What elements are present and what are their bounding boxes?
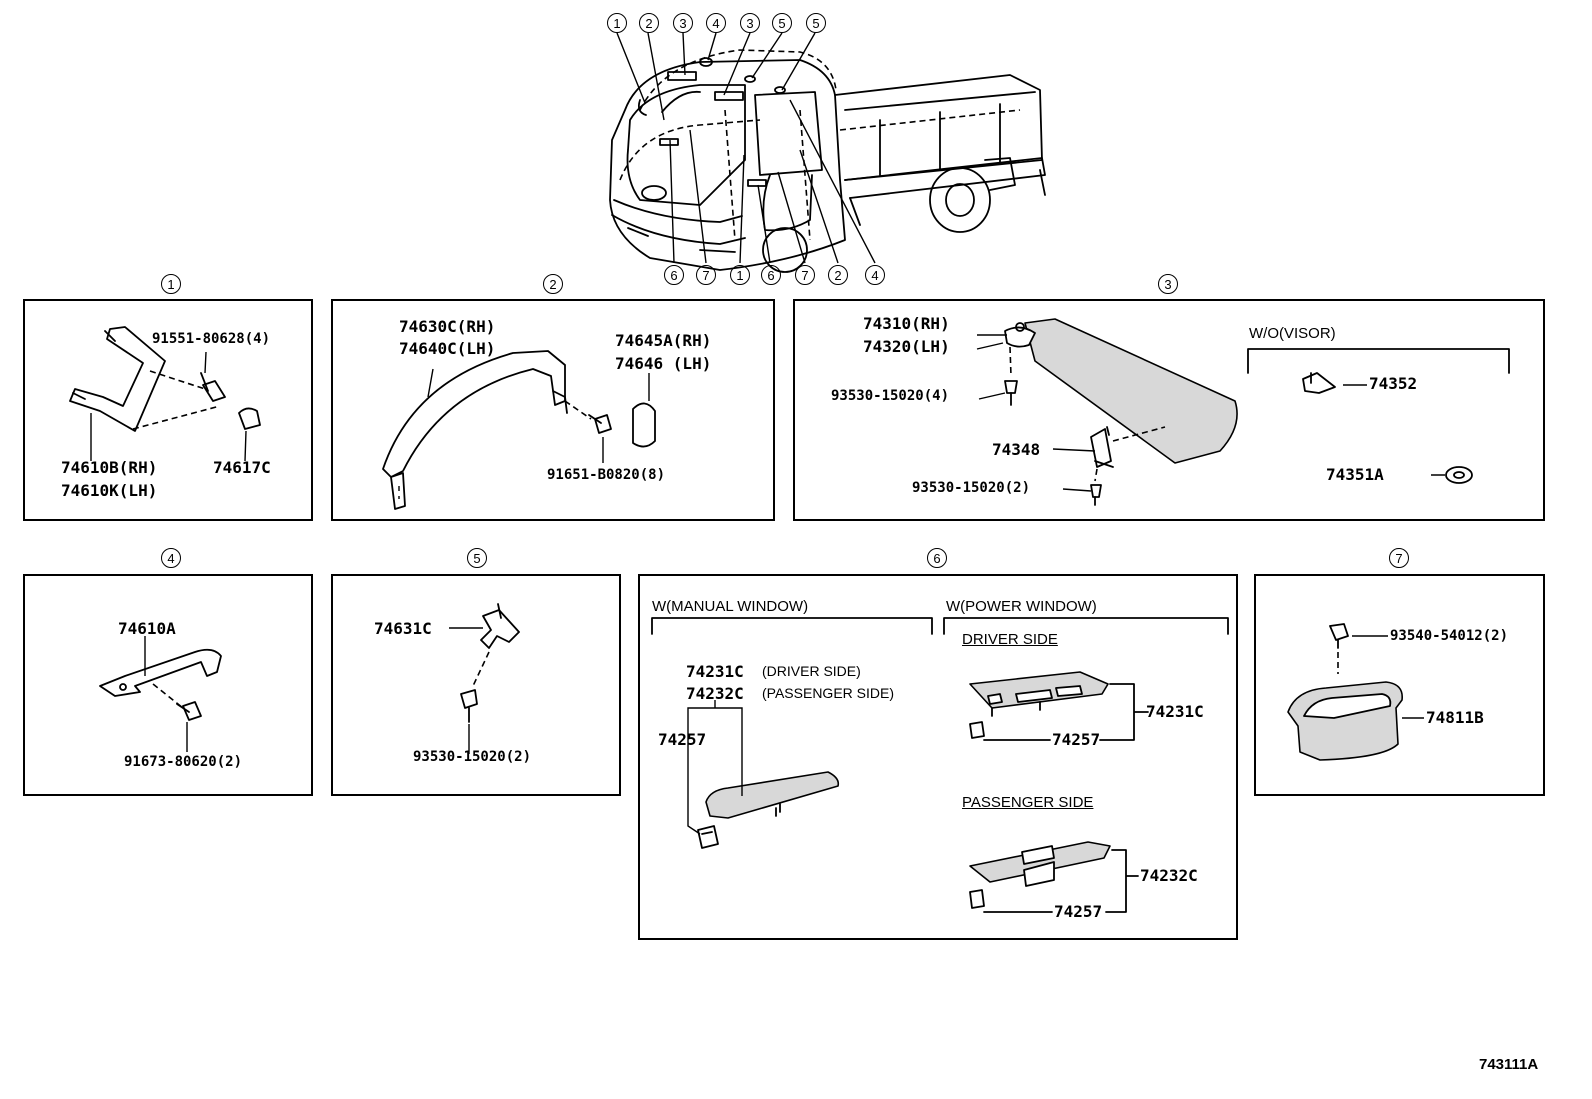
assist-grip-rh-label: 74610B(RH) [61,458,158,477]
passenger-side-heading: PASSENGER SIDE [962,794,1094,811]
power-driver-clip-label: 74257 [1052,730,1101,749]
callout-number: 7 [795,265,815,285]
section-1-assist-grip-panel: 91551-80628(4) 74610B(RH) 74610K(LH) 746… [23,299,313,521]
manual-passenger-note: (PASSENGER SIDE) [762,685,894,701]
clip-label: 74352 [1369,374,1418,393]
callout-number: 2 [828,265,848,285]
section-2-grip-panel: 74630C(RH) 74640C(LH) 74645A(RH) 74646 (… [331,299,775,521]
manual-driver-switch-label: 74231C [686,662,744,681]
plug-label: 74351A [1326,465,1384,484]
callout-number: 4 [865,265,885,285]
callout-number: 2 [639,13,659,33]
manual-passenger-switch-label: 74232C [686,684,744,703]
sun-visor-lh-label: 74320(LH) [863,337,950,356]
section-3-sun-visor-panel: 74310(RH) 74320(LH) 93530-15020(4) 74348… [793,299,1545,521]
section-number-6: 6 [927,548,947,568]
bolt-label: 91651-B0820(8) [547,467,666,483]
cover-lh-label: 74646 (LH) [615,354,712,373]
screw-label: 93530-15020(4) [831,388,950,404]
window-switch-drawing [651,617,1229,913]
assist-grip-lh-label: 74610K(LH) [61,481,158,500]
callout-number: 6 [664,265,684,285]
power-driver-switch-label: 74231C [1146,702,1204,721]
grip-drawing [382,350,656,510]
pocket-label: 74811B [1426,708,1484,727]
section-number-7: 7 [1389,548,1409,568]
grip-drawing [99,636,222,752]
callout-number: 5 [772,13,792,33]
bracket-drawing [449,603,520,754]
assist-grip-drawing [69,326,261,462]
bolt-label: 91673-80620(2) [124,754,243,770]
section-6-window-switch-panel: W(MANUAL WINDOW) 74231C (DRIVER SIDE) 74… [638,574,1238,940]
manual-clip-label: 74257 [658,730,707,749]
callout-number: 7 [696,265,716,285]
manual-window-condition: W(MANUAL WINDOW) [652,598,809,615]
section-7-pocket-panel: 93540-54012(2) 74811B [1254,574,1545,796]
screw-label: 93540-54012(2) [1390,628,1509,644]
cover-rh-label: 74645A(RH) [615,331,712,350]
section-5-bracket-panel: 74631C 93530-15020(2) [331,574,621,796]
section-number-5: 5 [467,548,487,568]
section-4-grip-panel: 74610A 91673-80620(2) [23,574,313,796]
grip-label: 74610A [118,619,176,638]
section-number-1: 1 [161,274,181,294]
truck-overview-drawing [609,32,1046,273]
manual-driver-note: (DRIVER SIDE) [762,663,861,679]
grip-lh-label: 74640C(LH) [399,339,496,358]
power-passenger-switch-label: 74232C [1140,866,1198,885]
sun-visor-rh-label: 74310(RH) [863,314,950,333]
bracket-label: 74631C [374,619,432,638]
visor-holder-label: 74348 [992,440,1041,459]
driver-side-heading: DRIVER SIDE [962,631,1058,648]
callout-number: 3 [673,13,693,33]
without-visor-condition: W/O(VISOR) [1249,325,1336,342]
callout-number: 4 [706,13,726,33]
bolt-label: 91551-80628(4) [152,331,271,347]
pocket-drawing [1287,623,1424,761]
power-passenger-clip-label: 74257 [1054,902,1103,921]
screw-label: 93530-15020(2) [413,749,532,765]
callout-number: 1 [730,265,750,285]
callout-number: 1 [607,13,627,33]
callout-number: 6 [761,265,781,285]
grip-rh-label: 74630C(RH) [399,317,496,336]
callout-number: 5 [806,13,826,33]
figure-code: 743111A [1479,1056,1539,1073]
section-number-4: 4 [161,548,181,568]
section-number-2: 2 [543,274,563,294]
sun-visor-drawing [976,318,1510,506]
callout-number: 3 [740,13,760,33]
screw-label: 93530-15020(2) [912,480,1031,496]
cap-label: 74617C [213,458,271,477]
section-number-3: 3 [1158,274,1178,294]
power-window-condition: W(POWER WINDOW) [946,598,1097,615]
